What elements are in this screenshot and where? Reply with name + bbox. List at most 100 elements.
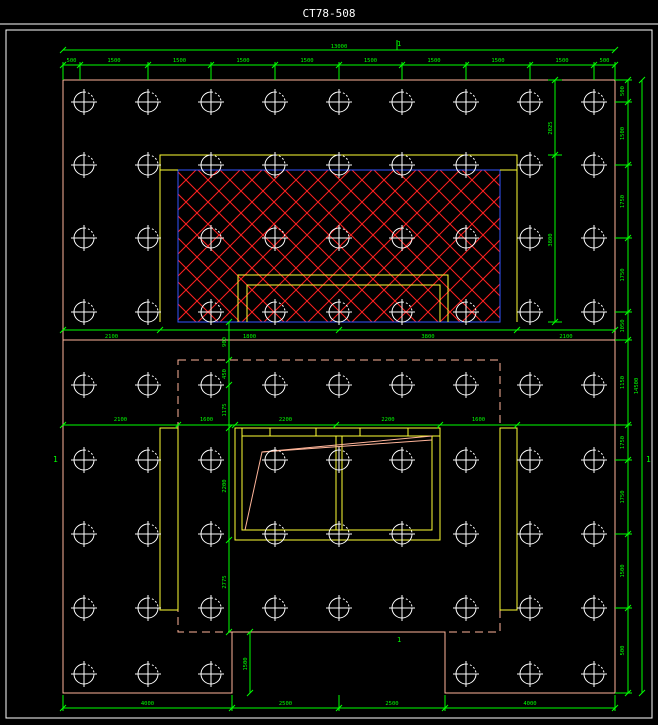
hatch-line: [178, 170, 241, 233]
right-dim-label: 1750: [620, 195, 626, 208]
pile-symbol-icon: [198, 89, 224, 115]
pit-inner: [246, 284, 441, 322]
dim-tick: [624, 530, 632, 538]
pile-symbol-icon: [198, 521, 224, 547]
hatch-line: [178, 303, 197, 322]
hatch-line: [178, 170, 307, 299]
pile-symbol-icon: [135, 299, 161, 325]
dim-tick: [335, 326, 343, 334]
right-dim-label: 1750: [620, 490, 626, 503]
inner-vdim-label: 450: [222, 369, 228, 379]
hatch-line: [241, 170, 395, 322]
pile-symbol-icon: [262, 299, 288, 325]
hatch-line: [22, 170, 174, 322]
core-tab-left: [241, 427, 271, 437]
pile-symbol-icon: [581, 595, 607, 621]
cap-slab-outline: [62, 79, 616, 694]
top-dim-label: 1500: [173, 58, 186, 64]
pile-symbol-icon: [389, 299, 415, 325]
hatch-line: [461, 170, 500, 209]
pile-symbol-icon: [135, 521, 161, 547]
dim-tick: [624, 689, 632, 697]
inner-vdim-label: 2200: [222, 479, 228, 492]
top-total-label: 13000: [331, 44, 348, 50]
hatch-line: [0, 170, 152, 322]
top-dim-label: 1500: [300, 58, 313, 64]
pile-symbol-icon: [453, 299, 479, 325]
hatched-opening: [0, 170, 658, 322]
hatch-line: [178, 281, 219, 322]
dim-tick: [144, 61, 152, 69]
dim-tick: [228, 704, 236, 712]
pile-symbol-icon: [581, 447, 607, 473]
pile-symbol-icon: [71, 89, 97, 115]
hatch-line: [417, 239, 500, 322]
drawing-title: CT78-508: [303, 7, 356, 20]
pile-symbol-icon: [453, 89, 479, 115]
pile-symbol-icon: [135, 447, 161, 473]
hatch-line: [506, 170, 658, 322]
pile-symbol-icon: [71, 595, 97, 621]
dim-tick: [59, 46, 67, 54]
dim-tick: [624, 421, 632, 429]
upper-row-dim-label: 2100: [105, 334, 118, 340]
pile-symbol-icon: [389, 152, 415, 178]
dim-tick: [231, 421, 239, 429]
inner-vdim-label: 2775: [222, 575, 228, 588]
upper-row-dim-label: 3800: [421, 334, 434, 340]
pile-symbol-icon: [581, 372, 607, 398]
dim-tick: [624, 336, 632, 344]
pile-symbol-icon: [135, 225, 161, 251]
pit-outer: [237, 274, 449, 322]
hatch-line: [307, 170, 461, 322]
pile-symbol-icon: [198, 225, 224, 251]
hatch-line: [178, 170, 219, 211]
hatch-line: [0, 170, 130, 322]
right-dim-label: 1150: [620, 376, 626, 389]
dim-tick: [332, 421, 340, 429]
dim-tick: [551, 318, 559, 326]
dim-tick: [611, 326, 619, 334]
pile-symbol-icon: [389, 225, 415, 251]
upper-row-dim-label: 1800: [243, 334, 256, 340]
bottom-dim-label: 4000: [141, 701, 154, 707]
dim-tick: [590, 61, 598, 69]
dim-tick: [246, 689, 254, 697]
hatch-line: [329, 170, 483, 322]
dim-tick: [436, 421, 444, 429]
top-dim-label: 1500: [555, 58, 568, 64]
hatch-line: [373, 195, 500, 322]
pile-symbol-icon: [135, 372, 161, 398]
dim-tick: [513, 326, 521, 334]
dim-tick: [225, 424, 233, 432]
dim-tick: [225, 318, 233, 326]
pile-symbol-icon: [198, 152, 224, 178]
mid-row-dim-label: 2200: [381, 417, 394, 423]
dim-tick: [398, 61, 406, 69]
top-dim-label: 1500: [427, 58, 440, 64]
dim-tick: [207, 61, 215, 69]
top-dim-label: 1500: [491, 58, 504, 64]
pile-symbol-icon: [581, 521, 607, 547]
drawing-frame: [5, 29, 653, 719]
pile-symbol-icon: [326, 595, 352, 621]
hatch-line: [0, 170, 152, 322]
hatch-line: [461, 283, 500, 322]
pile-symbol-icon: [198, 372, 224, 398]
mid-row-dim-label: 1600: [200, 417, 213, 423]
hatch-line: [178, 259, 241, 322]
inner-vdim-label: 3800: [548, 233, 554, 246]
mid-row-dim-label: 2200: [279, 417, 292, 423]
dim-tick: [624, 308, 632, 316]
dim-tick: [271, 61, 279, 69]
dim-tick: [225, 381, 233, 389]
hatch-line: [638, 170, 658, 322]
dashed-boundary: [177, 359, 501, 633]
right-dim-label: 1750: [620, 268, 626, 281]
pile-symbol-icon: [389, 372, 415, 398]
pile-symbol-icon: [135, 89, 161, 115]
left-axis-label: 1: [53, 455, 58, 464]
dim-tick: [59, 61, 67, 69]
pile-symbol-icon: [135, 152, 161, 178]
pile-symbol-icon: [71, 372, 97, 398]
